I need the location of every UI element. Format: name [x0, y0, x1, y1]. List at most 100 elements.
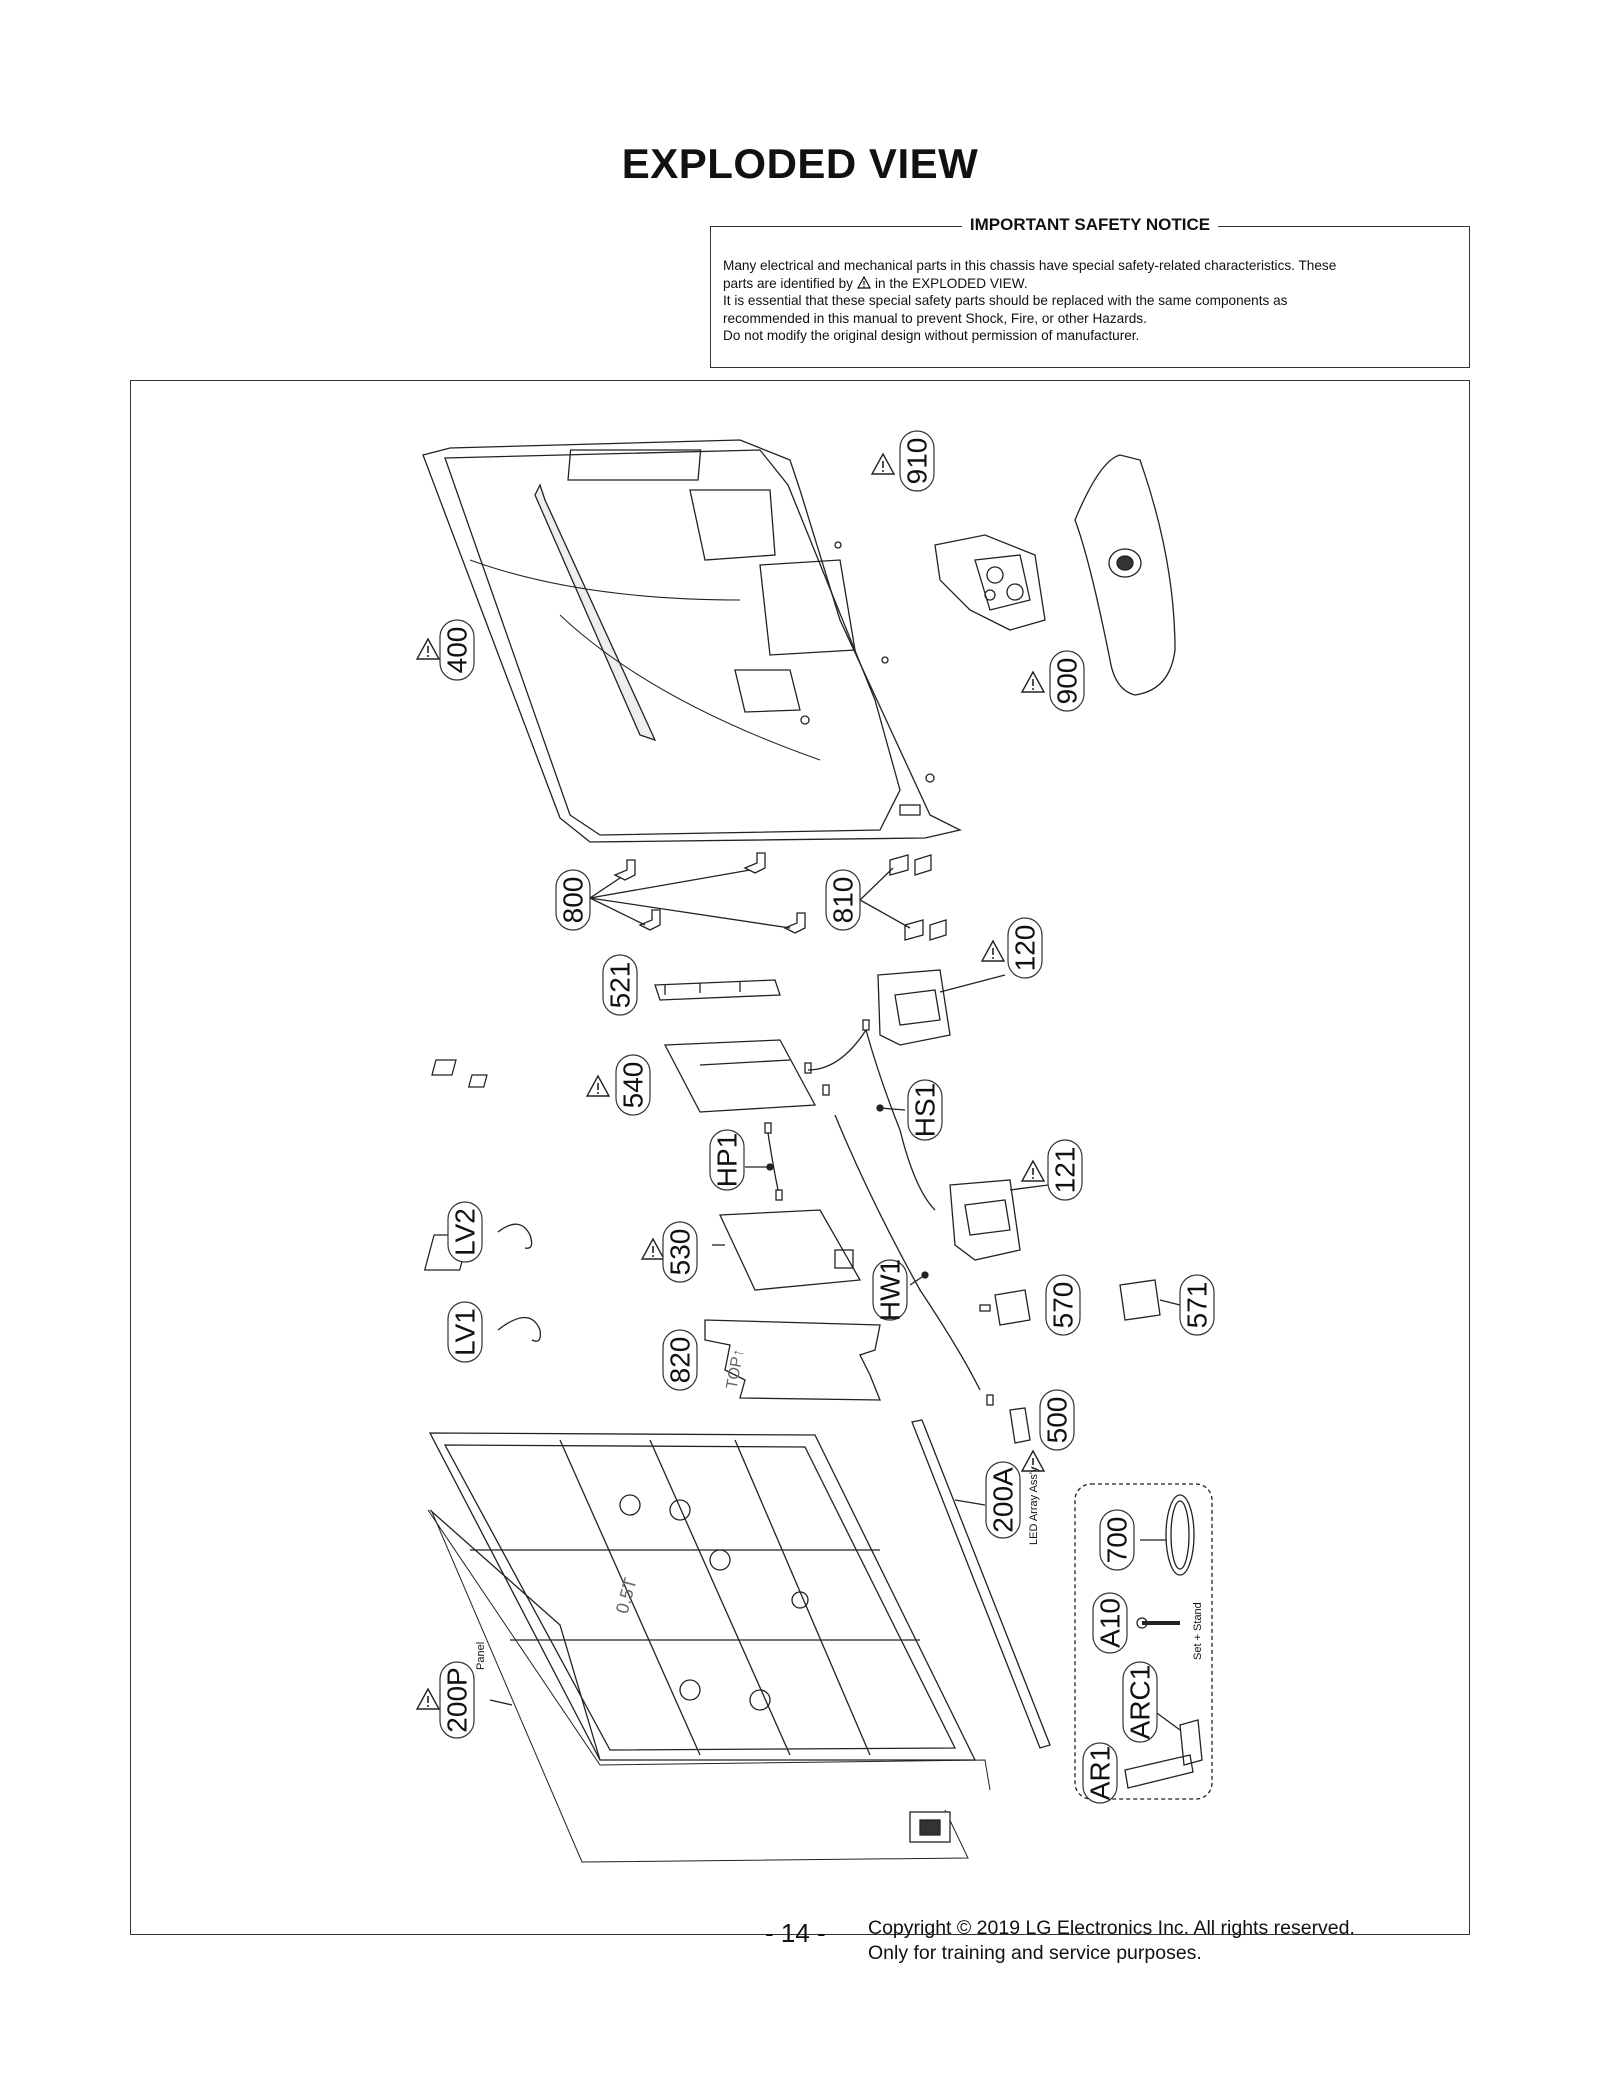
part-label: 900: [1052, 658, 1083, 705]
safety-notice-heading: IMPORTANT SAFETY NOTICE: [961, 215, 1219, 234]
callout-121: 121: [1047, 1139, 1083, 1201]
callout-700: 700: [1099, 1509, 1135, 1571]
svg-text:TOP↑: TOP↑: [724, 1347, 748, 1390]
part-label: 530: [665, 1229, 696, 1276]
callout-hp1: HP1: [709, 1129, 745, 1191]
callout-570: 570: [1045, 1274, 1081, 1336]
cable-lv1-drawing: [497, 1316, 541, 1342]
callout-820: 820: [662, 1329, 698, 1391]
stand-base-drawing: [1074, 454, 1176, 696]
warning-triangle-icon: [416, 638, 440, 660]
part-label: 400: [442, 627, 473, 674]
callout-900: 900: [1049, 650, 1085, 712]
part-label: 700: [1102, 1517, 1133, 1564]
part-label: A10: [1095, 1598, 1126, 1648]
part-label: AR1: [1085, 1746, 1116, 1800]
callout-571: 571: [1179, 1274, 1215, 1336]
part-label: HS1: [910, 1083, 941, 1137]
footer-copyright: Copyright © 2019 LG Electronics Inc. All…: [868, 1916, 1355, 1966]
svg-text:0.5T: 0.5T: [612, 1576, 641, 1616]
notice-line: recommended in this manual to prevent Sh…: [723, 310, 1147, 326]
back-cover-drawing: [422, 439, 962, 843]
callout-810: 810: [825, 869, 861, 931]
callout-540: 540: [615, 1054, 651, 1116]
bracket-drawing: [589, 852, 806, 934]
warning-triangle-icon: [1021, 1160, 1045, 1182]
callout-910: 910: [899, 430, 935, 492]
power-unit-120-drawing: [877, 969, 1006, 1046]
part-label: 800: [558, 877, 589, 924]
screw-a10-drawing: [1136, 1617, 1180, 1629]
insulator-820-drawing: TOP↑: [704, 1319, 881, 1401]
page-number: - 14 -: [765, 1918, 826, 1948]
warning-triangle-icon: [641, 1238, 665, 1260]
exploded-diagram-frame: [130, 380, 1470, 1935]
callout-521: 521: [602, 954, 638, 1016]
stand-body-drawing: [934, 534, 1046, 631]
led-bar-drawing: [911, 1419, 1051, 1749]
part-label: 820: [665, 1337, 696, 1384]
cable-700-drawing: [1140, 1494, 1195, 1576]
callout-ar1: AR1: [1082, 1742, 1118, 1804]
bracket-810-drawing: [859, 854, 947, 941]
copyright-line: Copyright © 2019 LG Electronics Inc. All…: [868, 1917, 1355, 1939]
led-array-caption: LED Array Ass'y: [1028, 1466, 1040, 1545]
cable-hs1-drawing: [804, 1019, 936, 1211]
warning-triangle-icon: [1021, 671, 1045, 693]
callout-500: 500: [1039, 1389, 1075, 1451]
notice-line: Many electrical and mechanical parts in …: [723, 258, 1337, 273]
part-label: 200P: [442, 1667, 473, 1732]
part-label: 121: [1050, 1147, 1081, 1194]
part-label: LV2: [450, 1208, 481, 1256]
warning-triangle-icon: [981, 940, 1005, 962]
part-label: 200A: [988, 1467, 1019, 1533]
remote-ar1-drawing: [1124, 1754, 1194, 1789]
part-label: LV1: [450, 1308, 481, 1356]
part-label: 540: [618, 1062, 649, 1109]
cable-lv2-drawing: [497, 1223, 533, 1249]
part-label: 810: [828, 877, 859, 924]
set-stand-caption: Set + Stand: [1192, 1602, 1204, 1660]
main-board-drawing: [431, 1039, 817, 1113]
safety-notice: IMPORTANT SAFETY NOTICE Many electrical …: [710, 215, 1470, 368]
callout-hs1: HS1: [907, 1079, 943, 1141]
remote-holder-arc1-drawing: [1149, 1707, 1203, 1766]
part-label: 570: [1048, 1282, 1079, 1329]
notice-line: It is essential that these special safet…: [723, 293, 1288, 308]
part-label: 521: [605, 962, 636, 1009]
callout-lv2: LV2: [447, 1201, 483, 1263]
panel-caption: Panel: [475, 1642, 487, 1670]
warning-triangle-icon: [871, 453, 895, 475]
part-label: 120: [1010, 925, 1041, 972]
bracket-521-drawing: [654, 979, 781, 1001]
callout-lv1: LV1: [447, 1301, 483, 1363]
callout-hw1: HW1: [872, 1259, 908, 1321]
module-571-drawing: [1119, 1279, 1161, 1321]
part-label: 571: [1182, 1282, 1213, 1329]
callout-200p: 200P: [439, 1661, 475, 1739]
callout-arc1: ARC1: [1122, 1661, 1158, 1743]
cable-hw1-drawing: [834, 1114, 994, 1406]
accessories-box: [1074, 1483, 1213, 1800]
panel-frame-drawing: 0.5T: [427, 1432, 991, 1863]
callout-a10: A10: [1092, 1592, 1128, 1654]
purpose-line: Only for training and service purposes.: [868, 1942, 1202, 1964]
notice-line: Do not modify the original design withou…: [723, 328, 1140, 343]
warning-triangle-icon: [856, 275, 871, 289]
part-label: HP1: [712, 1133, 743, 1187]
safety-notice-body: Many electrical and mechanical parts in …: [723, 257, 1457, 345]
part-label: 500: [1042, 1397, 1073, 1444]
module-570-drawing: [994, 1289, 1031, 1326]
power-unit-121-drawing: [949, 1179, 1049, 1261]
callout-800: 800: [555, 869, 591, 931]
ir-module-500-drawing: [1009, 1407, 1031, 1444]
callout-200a: 200A: [985, 1461, 1021, 1539]
part-label: ARC1: [1125, 1665, 1156, 1740]
page-title: EXPLODED VIEW: [621, 140, 979, 187]
board-530-drawing: [423, 1209, 862, 1291]
part-label: HW1: [875, 1259, 906, 1321]
callout-530: 530: [662, 1221, 698, 1283]
warning-triangle-icon: [586, 1075, 610, 1097]
